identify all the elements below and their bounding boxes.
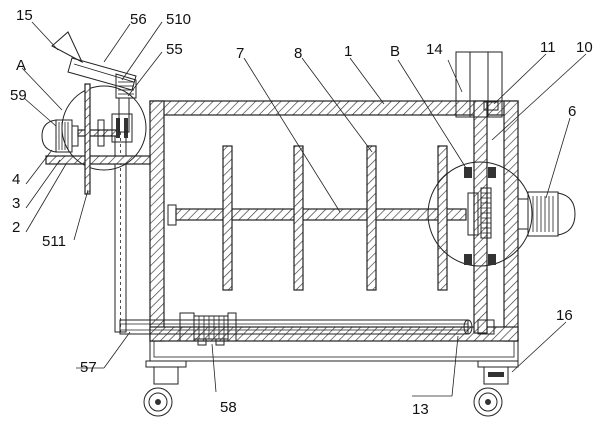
label-14: 14 [426, 41, 443, 58]
leader-lines [21, 21, 587, 397]
tank-body [149, 100, 519, 342]
label-2: 2 [12, 219, 20, 236]
vertical-rod [84, 83, 91, 195]
label-4: 4 [12, 171, 20, 188]
left-wheel [143, 360, 187, 417]
label-16: 16 [556, 307, 573, 324]
right-motor [517, 191, 576, 237]
label-7: 7 [236, 45, 244, 62]
label-13: 13 [412, 401, 429, 418]
label-b: B [390, 43, 400, 60]
bottom-pipe [119, 319, 473, 335]
label-8: 8 [294, 45, 302, 62]
label-11: 11 [540, 39, 556, 56]
label-57: 57 [80, 359, 97, 376]
label-6: 6 [568, 103, 576, 120]
label-59: 59 [10, 87, 27, 104]
feed-hopper [51, 31, 137, 133]
label-58: 58 [220, 399, 237, 416]
label-3: 3 [12, 195, 20, 212]
stirring-shaft [167, 204, 467, 226]
label-15: 15 [16, 7, 33, 24]
part-labels: 15 56 510 55 A 59 4 3 2 511 7 8 1 B 14 1… [10, 7, 593, 418]
label-1: 1 [344, 43, 352, 60]
right-vertical-pipe [455, 51, 503, 335]
pump [179, 312, 237, 346]
left-bracket [45, 155, 151, 165]
label-56: 56 [130, 11, 147, 28]
right-wheel [473, 360, 519, 417]
label-510: 510 [166, 11, 191, 28]
label-10: 10 [576, 39, 593, 56]
label-511: 511 [42, 233, 66, 250]
stirring-blades [222, 145, 448, 291]
label-a: A [16, 57, 26, 74]
base-frame [149, 340, 519, 362]
detail-circle-b [427, 161, 533, 267]
label-55: 55 [166, 41, 183, 58]
